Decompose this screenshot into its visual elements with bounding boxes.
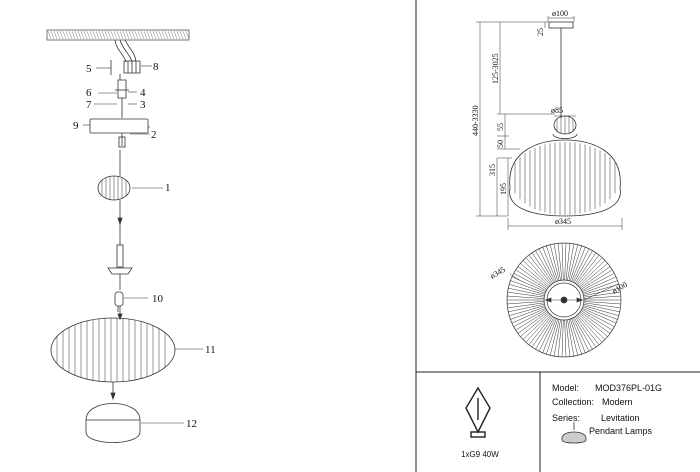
suspension-rod [116, 244, 124, 268]
callout-5: 5 [86, 63, 92, 75]
callout-8: 8 [153, 61, 159, 73]
lamp-holder [107, 267, 133, 275]
callout-12: 12 [186, 418, 197, 430]
model-value: MOD376PL-01G [595, 383, 663, 393]
callout-9: 9 [73, 120, 79, 132]
supply-wires [114, 39, 137, 63]
collection-label: Collection: [552, 397, 595, 407]
elev-canopy [548, 21, 574, 29]
series-label: Series: [552, 413, 581, 423]
dim-canopy-height: 25 [536, 28, 545, 36]
dim-shade-height: 315 [488, 164, 497, 176]
dim-overall-height: 440-3330 [471, 105, 480, 136]
exploded-view [46, 29, 190, 443]
dim-cable-length: 125-3025 [491, 53, 500, 84]
callout-10: 10 [152, 293, 164, 305]
ceiling-plate [46, 29, 190, 41]
mounting-bracket [117, 79, 127, 99]
dim-lower-height: 195 [499, 183, 508, 195]
dim-canopy-diameter: ø100 [552, 9, 568, 18]
elevation-dimensions: ø100 25 125-3025 440-3330 ø85 55 50 315 … [471, 9, 571, 226]
g9-bulb [114, 291, 124, 312]
callout-6: 6 [86, 87, 92, 99]
ribbed-shade [50, 317, 176, 383]
series-value: Levitation [601, 413, 640, 423]
dim-knob-height: 55 [496, 123, 505, 131]
dim-plan-outer-diameter: ø345 [489, 265, 507, 281]
callout-1: 1 [165, 182, 171, 194]
canopy [89, 118, 149, 134]
type-value: Pendant Lamps [589, 426, 653, 436]
pendant-lamp-icon [561, 422, 587, 444]
callout-2: 2 [151, 129, 157, 141]
callout-11: 11 [205, 344, 216, 356]
bulb-icon [465, 386, 491, 438]
knob-part [97, 175, 131, 201]
callout-4: 4 [140, 87, 146, 99]
callout-3: 3 [140, 99, 146, 111]
callout-7: 7 [86, 99, 92, 111]
elev-shade [509, 139, 621, 217]
collection-value: Modern [602, 397, 633, 407]
plan-view [506, 242, 622, 358]
dim-knob-diameter: ø85 [551, 106, 563, 115]
bulb-spec-label: 1xG9 40W [461, 450, 499, 459]
front-elevation [509, 21, 621, 217]
sheet-frame [415, 0, 700, 472]
dim-neck-height: 50 [496, 140, 505, 148]
bottom-glass [85, 403, 141, 443]
model-label: Model: [552, 383, 580, 393]
dim-shade-diameter: ø345 [555, 217, 571, 226]
